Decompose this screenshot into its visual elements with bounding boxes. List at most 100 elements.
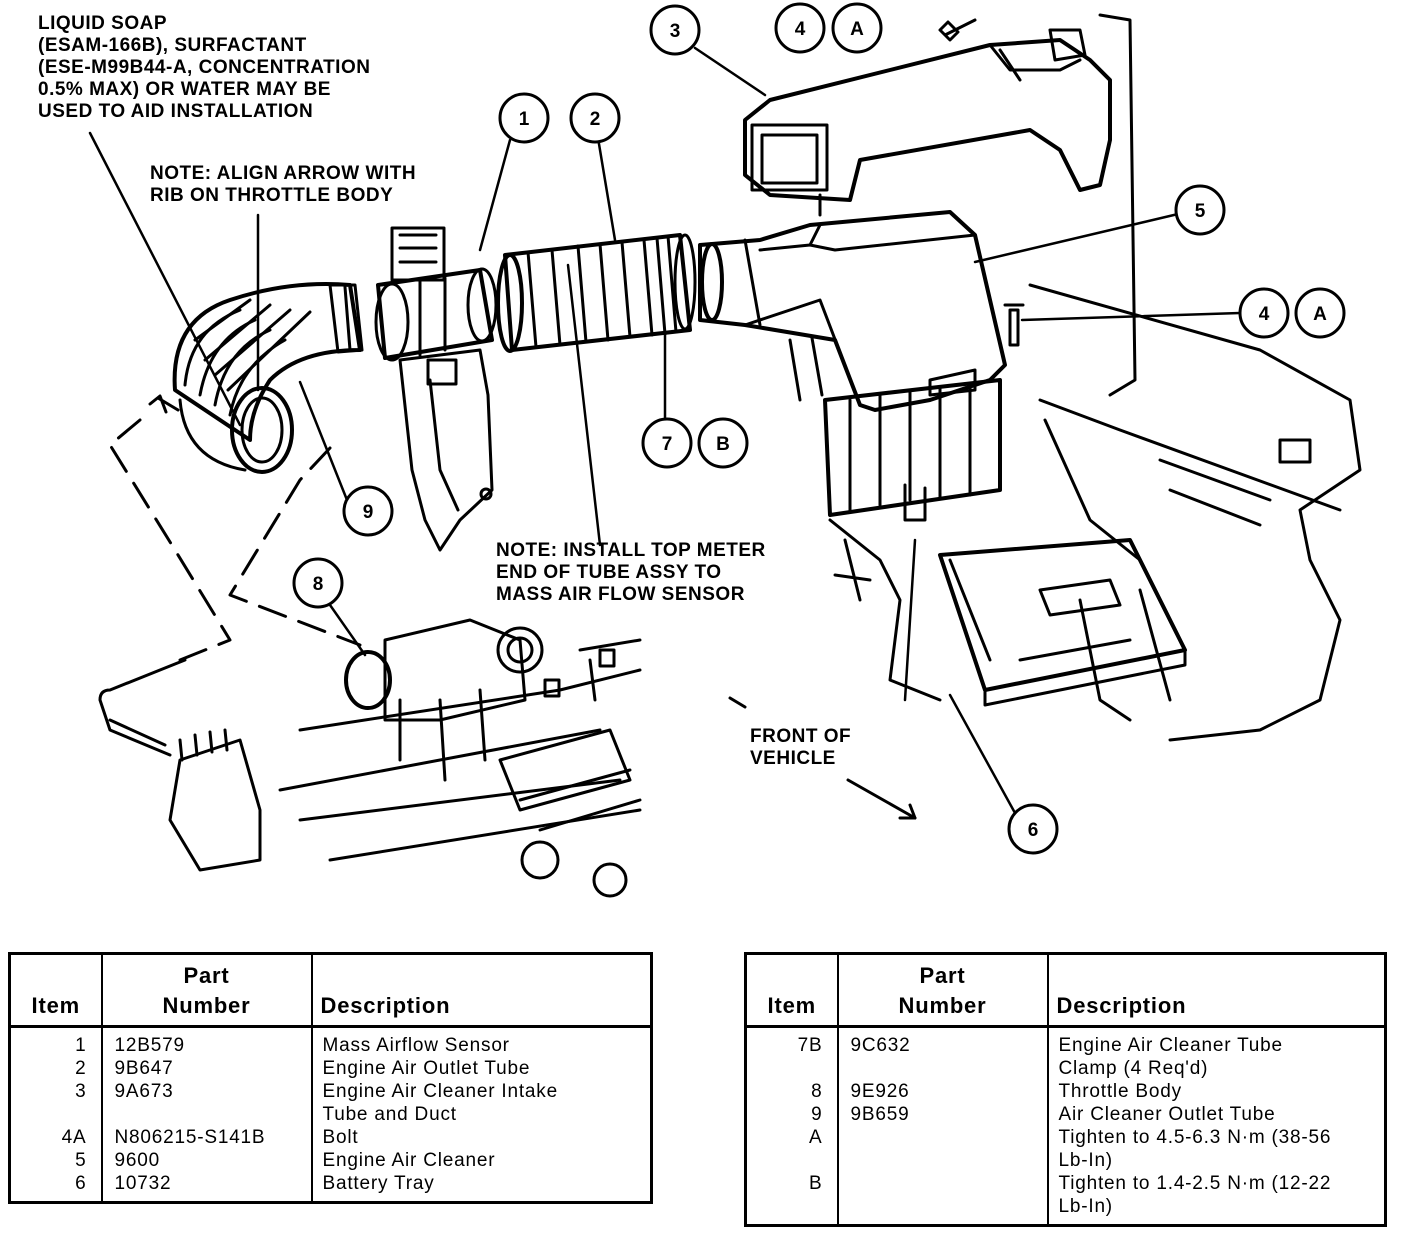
description-cell: Battery Tray bbox=[310, 1172, 652, 1203]
callout-a-top-text: A bbox=[850, 19, 864, 40]
part-number-cell: 10732 bbox=[100, 1172, 312, 1203]
description-cell: Engine Air Cleaner Intake Tube and Duct bbox=[310, 1080, 652, 1126]
part-number-cell: 9600 bbox=[100, 1149, 312, 1172]
install-top-meter-note: NOTE: INSTALL TOP METER END OF TUBE ASSY… bbox=[496, 540, 766, 605]
header-part-line1: Part bbox=[919, 963, 966, 988]
callout-a-right: A bbox=[1294, 287, 1346, 339]
callout-3: 3 bbox=[649, 4, 701, 56]
item-cell: 6 bbox=[75, 1173, 87, 1194]
align-arrow-note: NOTE: ALIGN ARROW WITH RIB ON THROTTLE B… bbox=[150, 163, 417, 206]
engine-air-outlet-tube-drawing bbox=[496, 233, 697, 353]
part-number-cell: 12B579 bbox=[100, 1026, 312, 1057]
callout-4-right-text: 4 bbox=[1259, 304, 1270, 325]
part-number-cell: 9E926 bbox=[836, 1080, 1048, 1103]
callout-6: 6 bbox=[1007, 803, 1059, 855]
callout-4-top: 4 bbox=[774, 2, 826, 54]
engine-air-cleaner-drawing bbox=[698, 210, 1007, 522]
callout-9-text: 9 bbox=[363, 502, 374, 523]
description-cell: Air Cleaner Outlet Tube bbox=[1046, 1103, 1386, 1126]
callout-7-text: 7 bbox=[662, 434, 673, 455]
callout-2-text: 2 bbox=[590, 109, 601, 130]
description-cell: Engine Air Cleaner bbox=[310, 1149, 652, 1172]
callout-1-text: 1 bbox=[519, 109, 530, 130]
exploded-diagram: 1 2 3 4 A 5 4 A 7 B 9 8 6 bbox=[88, 2, 1362, 898]
front-of-vehicle-label: FRONT OF VEHICLE bbox=[750, 726, 852, 769]
bolt-drawings bbox=[938, 18, 1025, 347]
description-cell: Engine Air Outlet Tube bbox=[310, 1057, 652, 1080]
part-number-cell: N806215-S141B bbox=[100, 1126, 312, 1149]
callout-5-text: 5 bbox=[1195, 201, 1206, 222]
part-number-cell bbox=[836, 1172, 1048, 1226]
callout-b-text: B bbox=[716, 434, 730, 455]
item-cell: 5 bbox=[75, 1150, 87, 1171]
intake-tube-and-duct-drawing bbox=[743, 28, 1112, 217]
callout-7: 7 bbox=[641, 417, 693, 469]
item-cell: 7B bbox=[797, 1035, 823, 1056]
header-item: Item bbox=[745, 953, 838, 1028]
item-cell: 2 bbox=[75, 1058, 87, 1079]
callout-1: 1 bbox=[498, 92, 550, 144]
part-number-cell: 9C632 bbox=[836, 1026, 1048, 1080]
air-cleaner-outlet-tube-drawing bbox=[148, 282, 364, 474]
description-cell: Mass Airflow Sensor bbox=[310, 1026, 652, 1057]
callout-a-right-text: A bbox=[1313, 304, 1327, 325]
description-cell: Tighten to 4.5-6.3 N·m (38-56 Lb-In) bbox=[1046, 1126, 1386, 1172]
header-description: Description bbox=[1046, 953, 1386, 1028]
throttle-body-inset-drawing bbox=[98, 618, 642, 898]
callouts: 1 2 3 4 A 5 4 A 7 B 9 8 6 bbox=[292, 2, 1346, 855]
callout-a-top: A bbox=[831, 2, 883, 54]
description-cell: Tighten to 1.4-2.5 N·m (12-22 Lb-In) bbox=[1046, 1172, 1386, 1226]
header-item: Item bbox=[9, 953, 102, 1028]
item-cell: B bbox=[809, 1173, 823, 1194]
liquid-soap-note: LIQUID SOAP (ESAM-166B), SURFACTANT (ESE… bbox=[38, 13, 371, 122]
callout-5: 5 bbox=[1174, 184, 1226, 236]
header-part-line1: Part bbox=[183, 963, 230, 988]
callout-6-text: 6 bbox=[1028, 820, 1039, 841]
part-number-cell bbox=[836, 1126, 1048, 1172]
table-row: B Tighten to 1.4-2.5 N·m (12-22 Lb-In) bbox=[746, 1172, 1386, 1226]
item-cell: 9 bbox=[811, 1104, 823, 1125]
callout-8-text: 8 bbox=[313, 574, 324, 595]
item-cell: 4A bbox=[61, 1127, 87, 1148]
header-part-line2: Number bbox=[898, 993, 987, 1018]
callout-2: 2 bbox=[569, 92, 621, 144]
callout-3-text: 3 bbox=[670, 21, 681, 42]
part-number-cell: 9B659 bbox=[836, 1103, 1048, 1126]
description-cell: Bolt bbox=[310, 1126, 652, 1149]
mass-airflow-sensor-drawing bbox=[374, 226, 498, 552]
dashed-hose-line bbox=[108, 418, 362, 662]
header-part-line2: Number bbox=[162, 993, 251, 1018]
item-cell: 8 bbox=[811, 1081, 823, 1102]
item-cell: A bbox=[809, 1127, 823, 1148]
callout-4-top-text: 4 bbox=[795, 19, 806, 40]
battery-tray-drawing bbox=[938, 538, 1187, 707]
callout-b: B bbox=[697, 417, 749, 469]
description-cell: Engine Air Cleaner Tube Clamp (4 Req'd) bbox=[1046, 1026, 1386, 1080]
item-cell: 3 bbox=[75, 1081, 87, 1102]
callout-8: 8 bbox=[292, 557, 344, 609]
leader-lines bbox=[88, 46, 1242, 815]
item-cell: 1 bbox=[75, 1035, 87, 1056]
front-of-vehicle-arrow bbox=[728, 696, 917, 820]
description-cell: Throttle Body bbox=[1046, 1080, 1386, 1103]
header-description: Description bbox=[310, 953, 652, 1028]
part-number-cell: 9A673 bbox=[100, 1080, 312, 1126]
table-row: A Tighten to 4.5-6.3 N·m (38-56 Lb-In) bbox=[746, 1126, 1386, 1172]
